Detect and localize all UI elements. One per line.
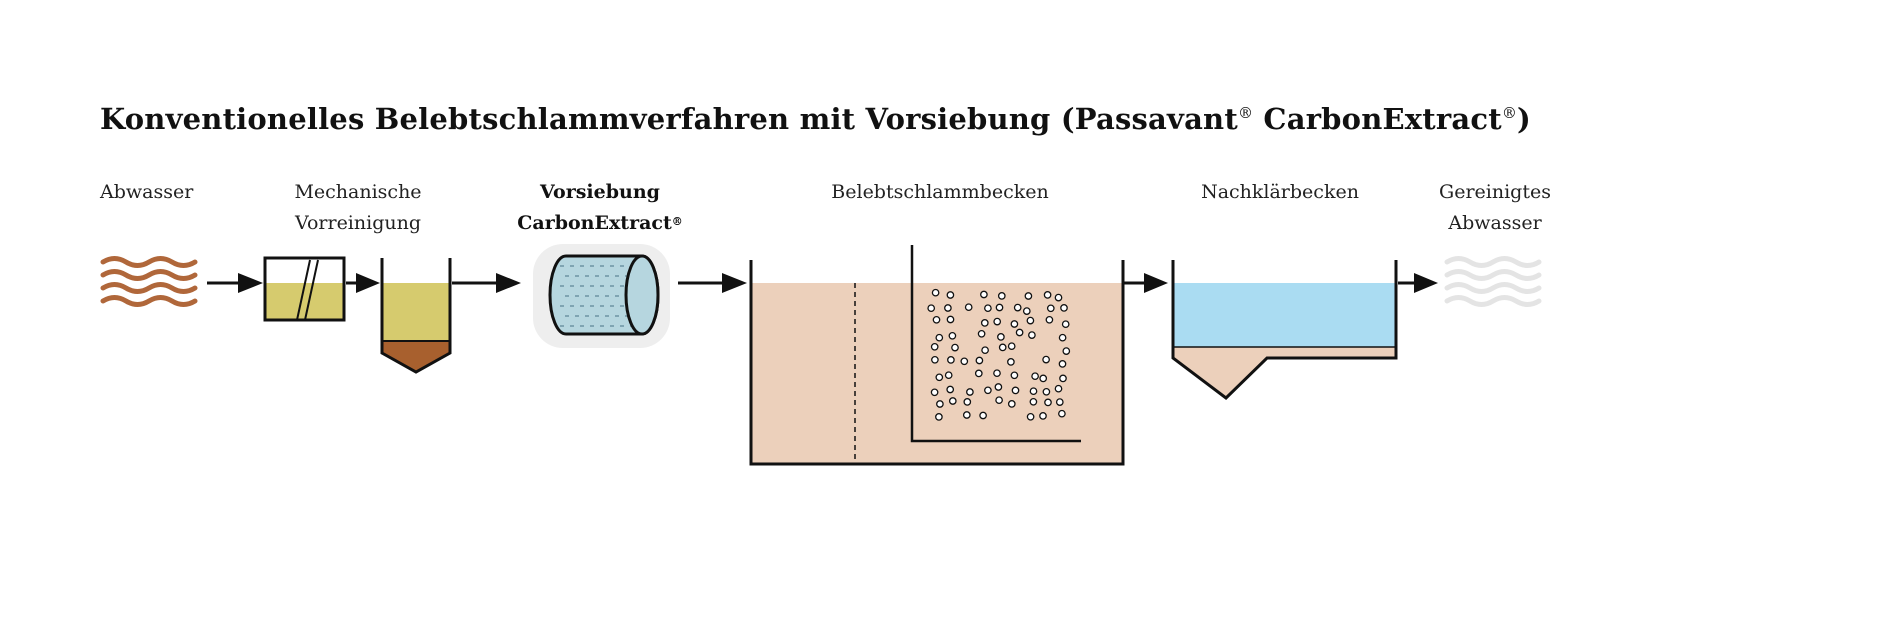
wave-line <box>100 295 198 307</box>
label-abwasser: Abwasser <box>100 181 194 203</box>
drum-screen <box>533 244 670 348</box>
secondary-clarifier <box>1171 260 1398 400</box>
wave-line <box>100 256 198 268</box>
aeration-bubbles <box>927 288 1071 421</box>
diagram-title: Konventionelles Belebtschlammverfahren m… <box>100 102 1531 136</box>
arrow-2 <box>346 273 380 293</box>
clean-water-waves-icon <box>1444 256 1542 307</box>
raw-water-waves-icon <box>100 256 198 307</box>
arrow-1 <box>207 273 263 293</box>
wave-line <box>1444 295 1542 307</box>
label-gereinigtes-abwasser: Gereinigtes Abwasser <box>1439 181 1551 234</box>
label-nachklaerbecken: Nachklärbecken <box>1201 181 1359 203</box>
grit-chamber <box>380 258 452 374</box>
wave-line <box>100 282 198 294</box>
wave-line <box>100 269 198 281</box>
arrow-4 <box>678 273 747 293</box>
label-mechanische-vorreinigung: Mechanische Vorreinigung <box>294 181 422 234</box>
wave-line <box>1444 256 1542 268</box>
wave-line <box>1444 269 1542 281</box>
flow-arrows <box>207 273 1438 293</box>
arrow-6 <box>1398 273 1438 293</box>
label-belebtschlammbecken: Belebtschlammbecken <box>831 181 1049 203</box>
arrow-3 <box>452 273 521 293</box>
label-vorsiebung: Vorsiebung CarbonExtract® <box>517 181 683 234</box>
aeration-basin <box>749 245 1125 466</box>
screen-box <box>263 256 346 322</box>
arrow-5 <box>1124 273 1168 293</box>
wave-line <box>1444 282 1542 294</box>
